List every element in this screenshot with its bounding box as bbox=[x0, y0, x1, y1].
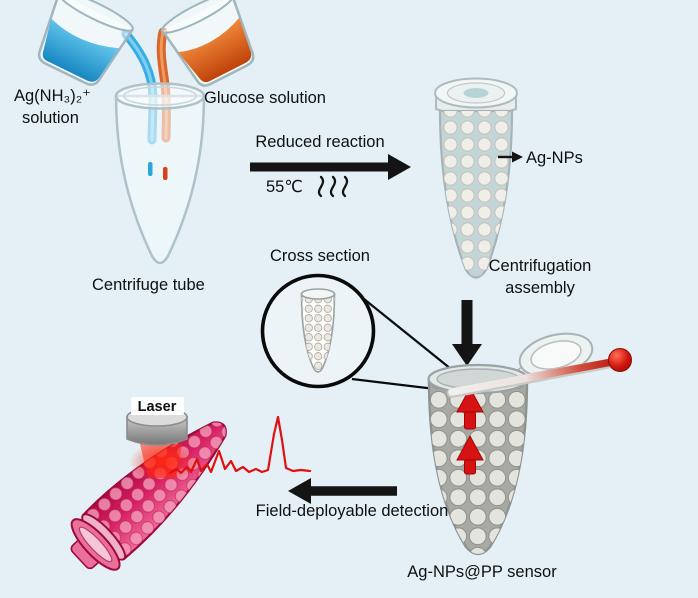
silver-solution-beaker bbox=[37, 0, 134, 86]
cross-section-circle bbox=[260, 273, 376, 389]
glucose-solution-label: Glucose solution bbox=[204, 89, 326, 107]
blue-droplet bbox=[148, 162, 153, 176]
red-droplet bbox=[163, 167, 168, 180]
field-detection-arrow bbox=[288, 478, 397, 504]
laser-beam bbox=[140, 444, 182, 478]
laser-label: Laser bbox=[138, 399, 177, 415]
silver-solution-label-line2: solution bbox=[22, 109, 79, 127]
reduced-reaction-label: Reduced reaction bbox=[255, 133, 384, 151]
reaction-arrow bbox=[250, 154, 411, 180]
detection-tube-cap bbox=[70, 518, 121, 571]
agnps-pointer-arrow bbox=[498, 151, 523, 163]
laser-glow bbox=[129, 442, 197, 482]
silver-solution-label-line1: Ag(NH₃)₂⁺ bbox=[14, 87, 91, 105]
agnps-tube-cap bbox=[434, 77, 518, 109]
centrifugation-label-line1: Centrifugation bbox=[489, 257, 592, 275]
laser-device bbox=[126, 397, 188, 446]
centrifugation-down-arrow bbox=[452, 300, 482, 366]
raman-spectrum-line bbox=[168, 415, 312, 475]
agnps-label: Ag-NPs bbox=[526, 149, 583, 167]
cross-section-label: Cross section bbox=[270, 247, 370, 265]
agnps-tube bbox=[434, 77, 518, 279]
assembly-up-arrows bbox=[456, 386, 484, 475]
swab-tip bbox=[608, 348, 632, 372]
heat-waves-icon bbox=[317, 175, 349, 198]
glucose-solution-beaker bbox=[160, 0, 255, 87]
centrifugation-label-line2: assembly bbox=[505, 279, 575, 297]
centrifuge-tube bbox=[114, 82, 206, 265]
sensor-label: Ag-NPs@PP sensor bbox=[407, 563, 557, 581]
field-detection-label: Field-deployable detection bbox=[256, 502, 449, 520]
swab bbox=[447, 348, 632, 398]
centrifuge-tube-label: Centrifuge tube bbox=[92, 276, 205, 294]
temperature-label: 55℃ bbox=[266, 178, 303, 196]
sensor-tube bbox=[427, 363, 529, 556]
